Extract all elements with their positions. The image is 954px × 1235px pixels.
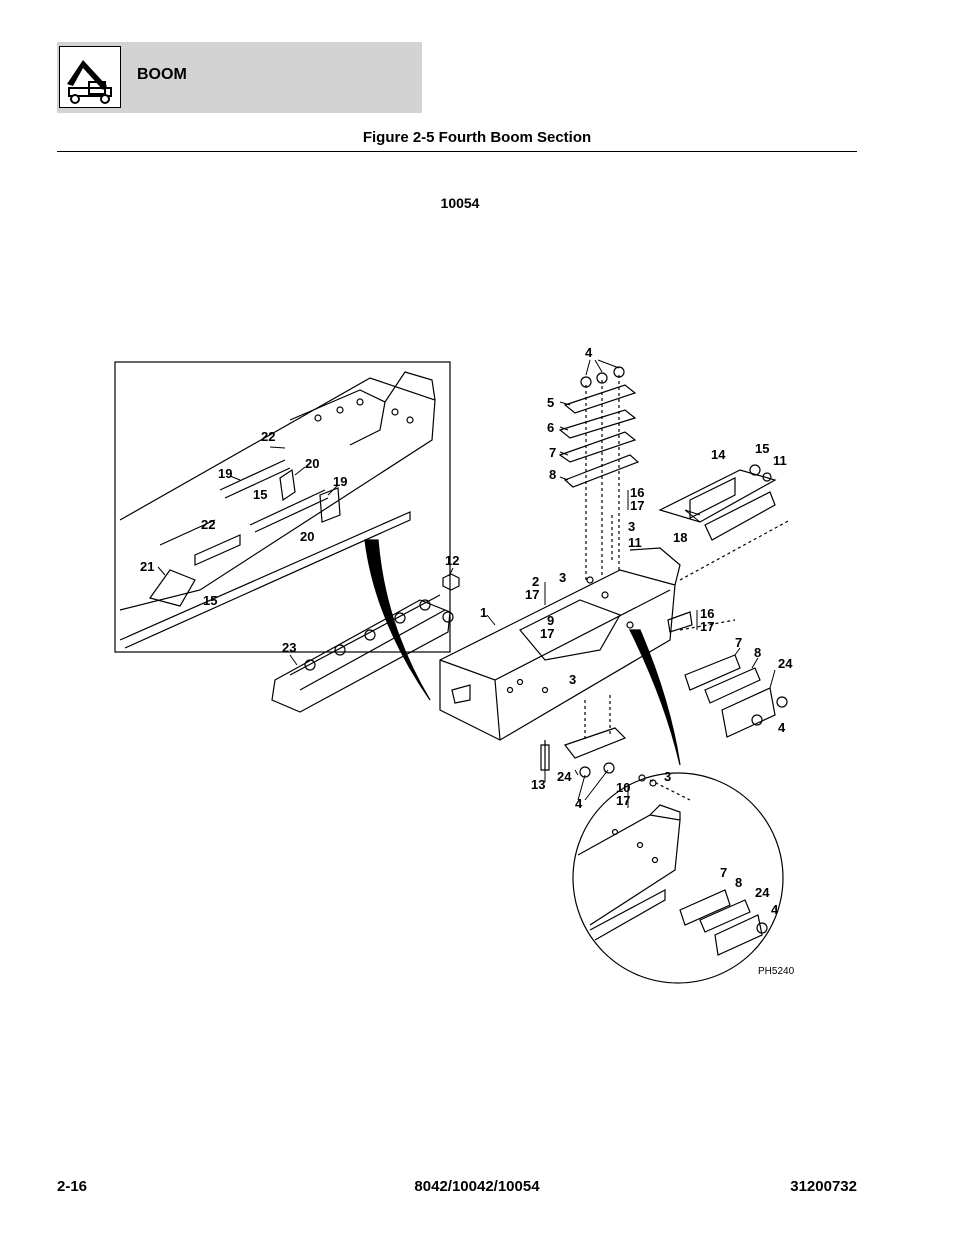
callout-8: 8	[754, 645, 761, 660]
callout-19: 19	[333, 474, 347, 489]
detail-boom-drawing	[577, 774, 768, 956]
side-pad-bracket	[658, 464, 777, 541]
bottom-wear-pad	[540, 727, 627, 778]
callout-5: 5	[547, 395, 554, 410]
inset-box	[114, 361, 451, 653]
callout-22: 22	[201, 517, 215, 532]
callout-4: 4	[585, 345, 593, 360]
callout-10: 10	[616, 780, 630, 795]
page-number: 2-16	[57, 1178, 88, 1195]
callout-13: 13	[531, 777, 545, 792]
top-wear-pad-stack	[558, 366, 640, 488]
callout-19: 19	[218, 466, 232, 481]
callout-24: 24	[778, 656, 793, 671]
callout-3: 3	[628, 519, 635, 534]
doc-number: 31200732	[790, 1178, 857, 1195]
section-title: BOOM	[137, 66, 187, 83]
callout-24: 24	[557, 769, 572, 784]
callout-15: 15	[253, 487, 267, 502]
callout-23: 23	[282, 640, 296, 655]
callout-16: 16	[630, 485, 644, 500]
fourth-boom-section	[439, 547, 681, 741]
callout-8: 8	[549, 467, 556, 482]
inset-boom-drawing	[119, 371, 436, 649]
detail-leader	[629, 629, 681, 766]
callout-16: 16	[700, 606, 714, 621]
callout-17: 17	[700, 619, 714, 634]
callout-4: 4	[778, 720, 786, 735]
callout-17: 17	[616, 793, 630, 808]
callout-20: 20	[305, 456, 319, 471]
boom-machine-icon	[59, 46, 121, 108]
footer-models: 8042/10042/10054	[414, 1178, 540, 1195]
callout-17: 17	[525, 587, 539, 602]
inset-leader	[364, 539, 431, 701]
callout-22: 22	[261, 429, 275, 444]
callout-11: 11	[628, 535, 642, 550]
callout-15: 15	[755, 441, 769, 456]
callout-6: 6	[547, 420, 554, 435]
callout-7: 7	[735, 635, 742, 650]
callout-7: 7	[720, 865, 727, 880]
callout-4: 4	[575, 796, 583, 811]
callout-24: 24	[755, 885, 770, 900]
callout-2: 2	[532, 574, 539, 589]
drawing-id: PH5240	[758, 966, 795, 977]
callout-3: 3	[569, 672, 576, 687]
side-wear-pads-right	[667, 611, 788, 738]
callout-18: 18	[673, 530, 687, 545]
callout-9: 9	[547, 613, 554, 628]
callout-15: 15	[203, 593, 217, 608]
callout-leaders	[157, 359, 776, 808]
callout-12: 12	[445, 553, 459, 568]
cable-chain	[271, 594, 454, 713]
detail-circle	[572, 772, 784, 984]
callout-17: 17	[630, 498, 644, 513]
callout-8: 8	[735, 875, 742, 890]
callout-14: 14	[711, 447, 726, 462]
model-label: 10054	[440, 195, 480, 211]
nut-12	[442, 573, 460, 591]
callout-17: 17	[540, 626, 554, 641]
callout-labels: 4 5 6 7 8 16 17 3 11 14 15 11 18 12 2 17…	[140, 345, 795, 977]
callout-1: 1	[480, 605, 487, 620]
callout-7: 7	[549, 445, 556, 460]
figure-title: Figure 2-5 Fourth Boom Section	[362, 129, 592, 146]
callout-3: 3	[559, 570, 566, 585]
header-rule	[57, 151, 857, 152]
callout-3: 3	[664, 769, 671, 784]
callout-20: 20	[300, 529, 314, 544]
callout-11: 11	[773, 453, 787, 468]
callout-21: 21	[140, 559, 154, 574]
callout-4: 4	[771, 902, 779, 917]
assembly-centerlines	[584, 375, 791, 801]
